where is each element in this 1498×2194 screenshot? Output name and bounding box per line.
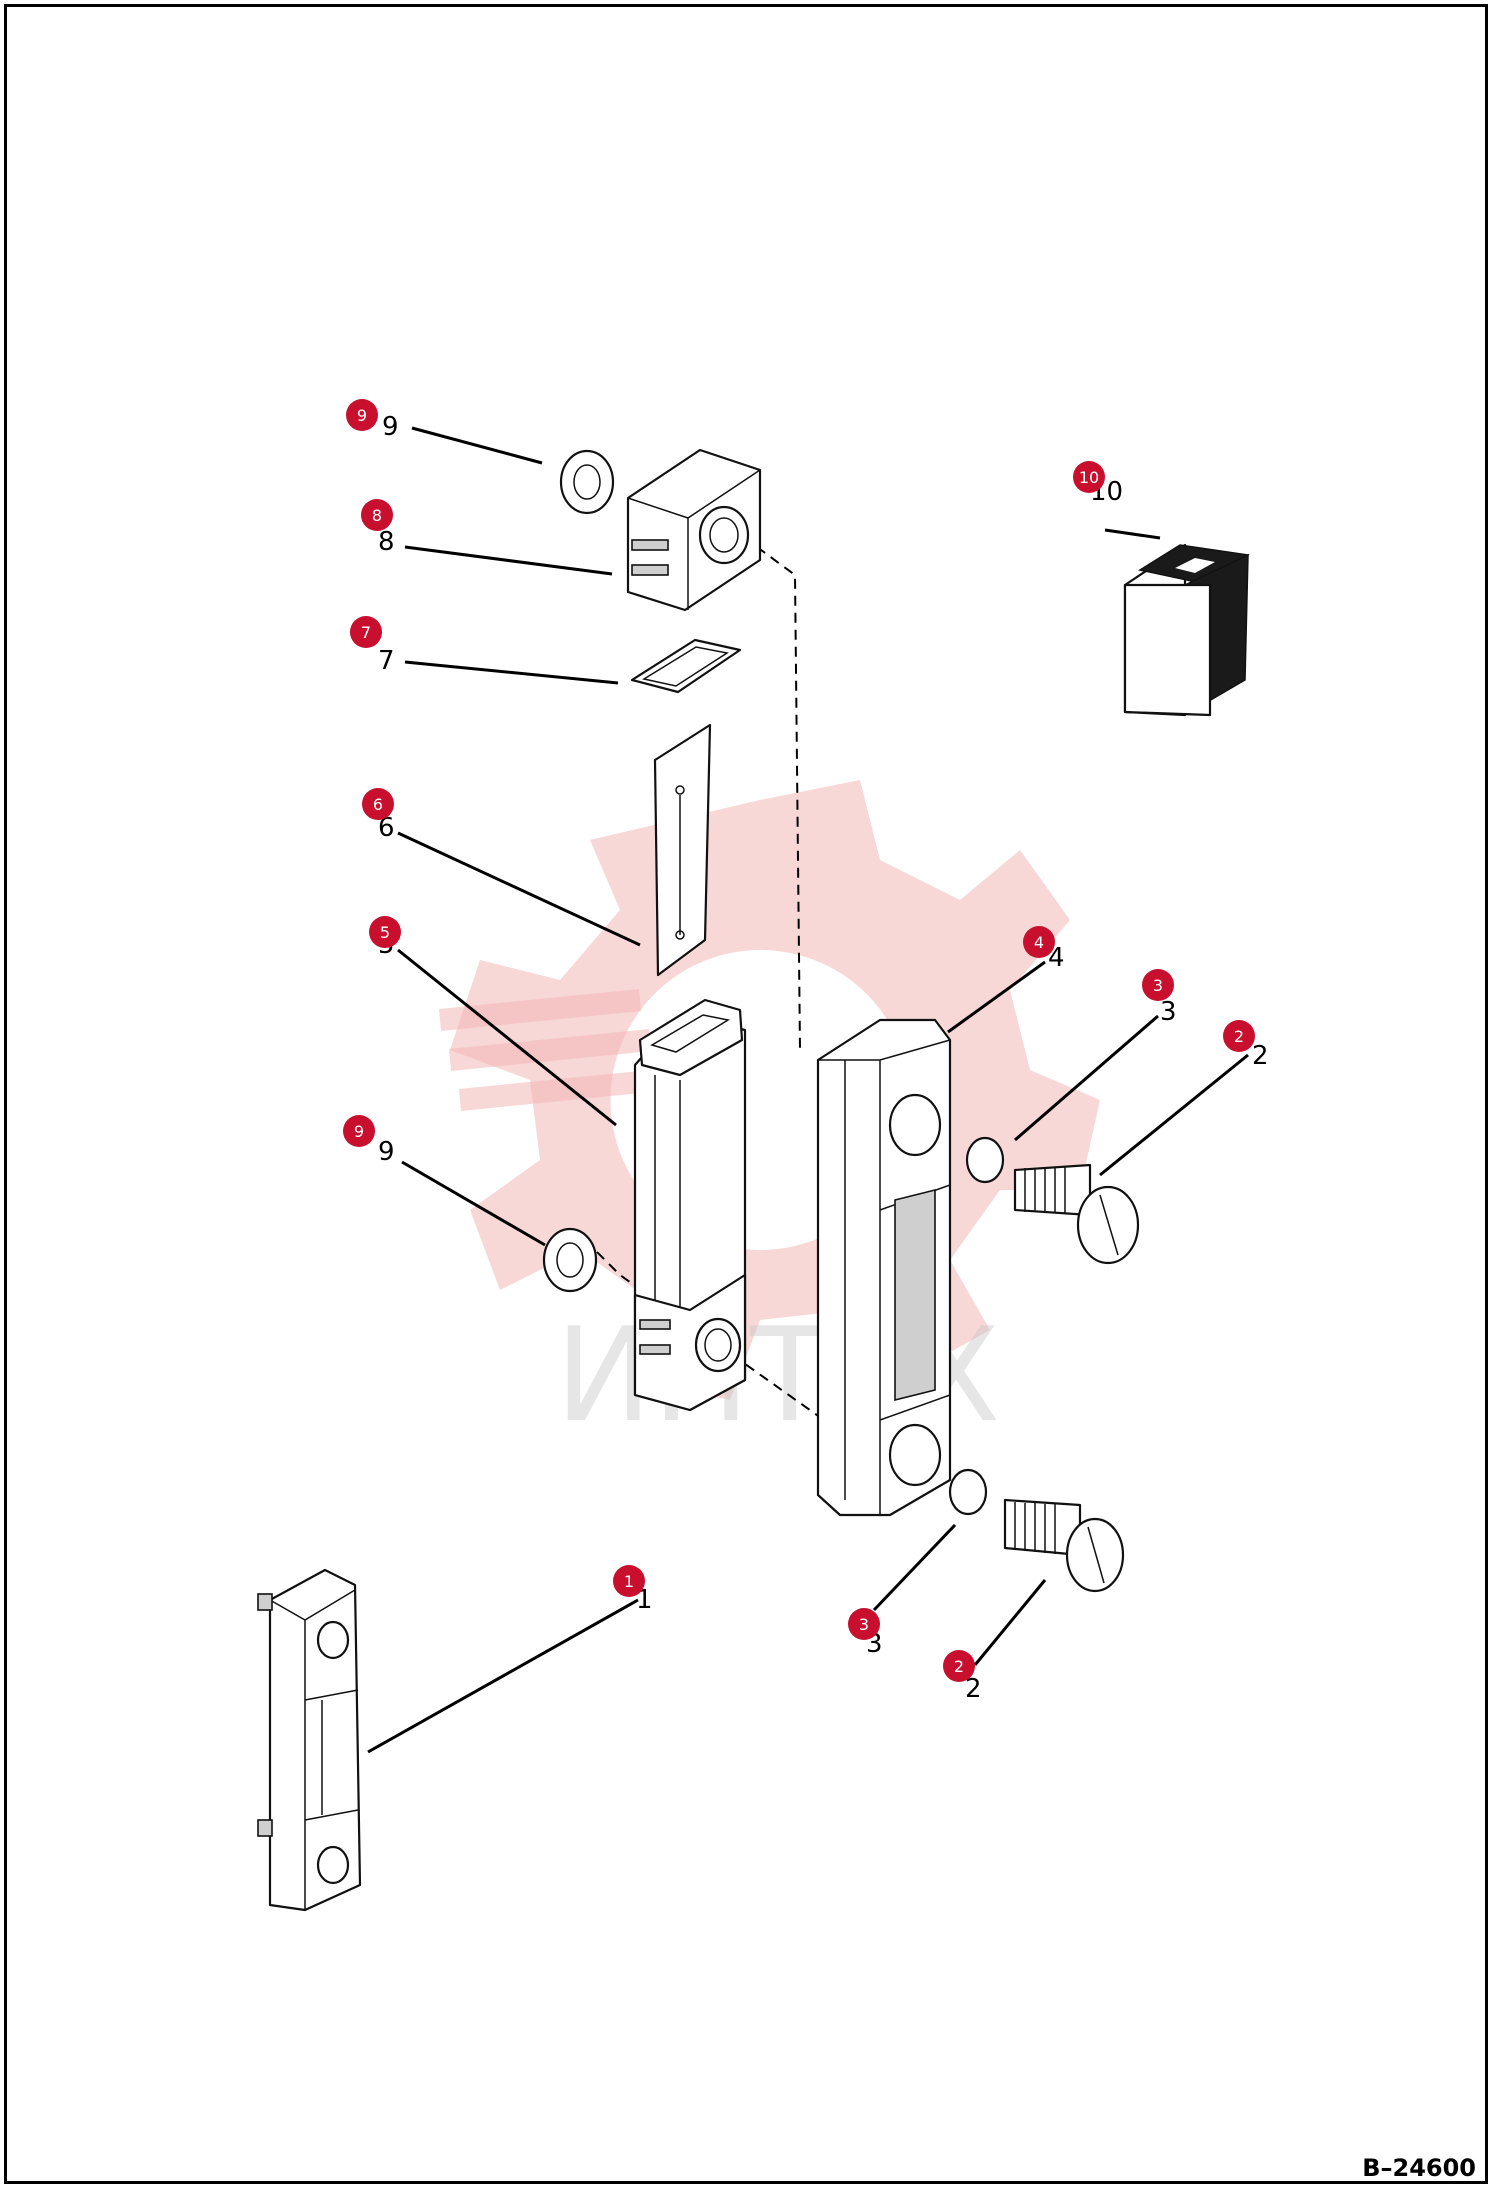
callout-badge: 10 (1073, 461, 1105, 493)
callout-number: 6 (378, 813, 395, 843)
svg-text:6: 6 (373, 795, 383, 814)
part-9-washer-bottom (542, 1227, 598, 1293)
part-5-inner-body (633, 998, 747, 1412)
assembly-line-upper (756, 546, 801, 1051)
part-2-bolt-bottom (1003, 1498, 1125, 1593)
part-10-box (1123, 543, 1250, 717)
drawing-frame (4, 4, 1488, 2184)
svg-text:9: 9 (357, 406, 367, 425)
svg-text:7: 7 (361, 623, 371, 642)
svg-text:2: 2 (1234, 1027, 1244, 1046)
callout-number: 2 (1252, 1041, 1269, 1071)
callout-badge: 8 (361, 499, 393, 531)
svg-text:10: 10 (1079, 468, 1099, 487)
svg-text:5: 5 (380, 923, 390, 942)
callout-number: 8 (378, 527, 395, 557)
part-6-sight-glass (653, 723, 712, 977)
callout-number: 9 (378, 1137, 395, 1167)
callout-badge: 9 (346, 399, 378, 431)
part-2-bolt-top (1013, 1163, 1140, 1265)
callout-badge: 2 (943, 1650, 975, 1682)
callout-badge: 3 (1142, 969, 1174, 1001)
svg-text:3: 3 (1153, 976, 1163, 995)
callout-number: 7 (378, 646, 395, 676)
svg-text:8: 8 (372, 506, 382, 525)
part-1-assembly (257, 1568, 362, 1912)
part-3-washer-top (965, 1136, 1005, 1184)
callout-badge: 5 (369, 916, 401, 948)
part-4-housing (816, 1018, 952, 1517)
callout-number: 1 (636, 1585, 653, 1615)
callout-badge: 2 (1223, 1020, 1255, 1052)
callout-badge: 4 (1023, 926, 1055, 958)
callout-badge: 6 (362, 788, 394, 820)
callout-number: 3 (1160, 997, 1177, 1027)
part-9-washer-top (559, 449, 615, 515)
callout-number: 2 (965, 1674, 982, 1704)
part-8-cap (626, 448, 762, 612)
callout-badge: 7 (350, 616, 382, 648)
svg-text:1: 1 (624, 1572, 634, 1591)
callout-number: 9 (382, 412, 399, 442)
figure-id: B–24600 (1362, 2154, 1476, 2182)
svg-text:4: 4 (1034, 933, 1044, 952)
watermark: ИПТЕХ (438, 780, 1100, 1451)
part-7-gasket (630, 638, 742, 694)
callout-badge: 3 (848, 1608, 880, 1640)
callout-badge: 1 (613, 1565, 645, 1597)
part-3-washer-bottom (948, 1468, 988, 1516)
svg-text:2: 2 (954, 1657, 964, 1676)
svg-text:3: 3 (859, 1615, 869, 1634)
svg-text:9: 9 (354, 1122, 364, 1141)
callout-badge: 9 (343, 1115, 375, 1147)
